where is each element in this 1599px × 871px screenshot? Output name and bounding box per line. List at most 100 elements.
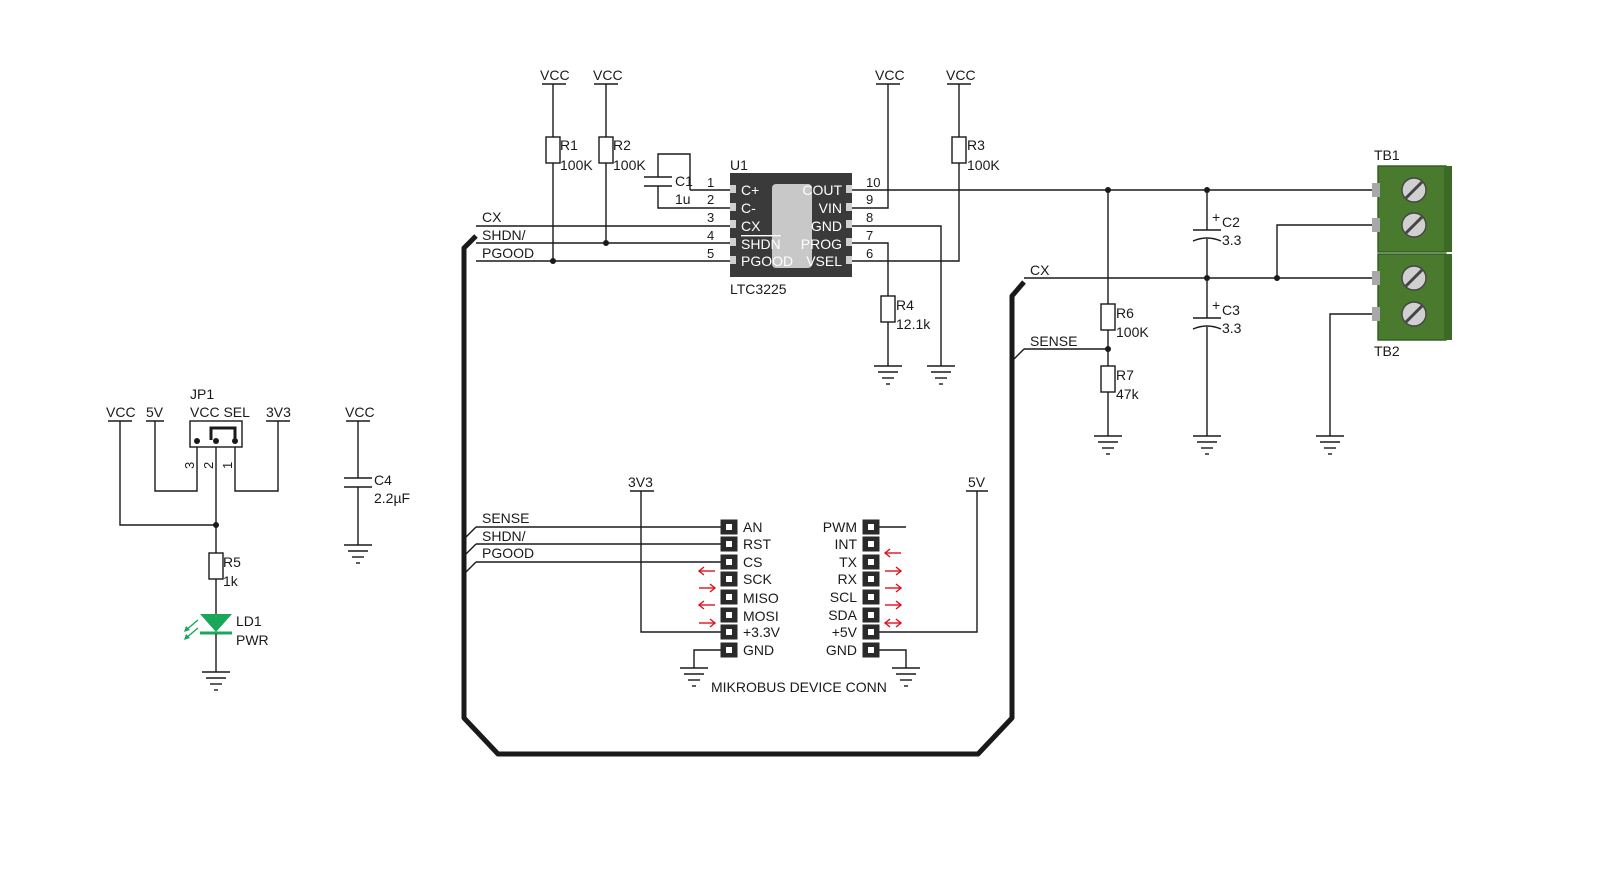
r6-ref: R6 (1116, 305, 1134, 321)
vcc-label: VCC (106, 404, 136, 420)
vcc-label: VCC (345, 404, 375, 420)
c3-ref: C3 (1222, 302, 1240, 318)
net-label-cx: CX (482, 209, 502, 225)
c2-capacitor: + C2 3.3 (1192, 209, 1242, 248)
u1-pin-number: 6 (866, 246, 873, 261)
u1-pin-label: C+ (741, 182, 759, 198)
u1-pin-label: VIN (819, 200, 842, 216)
ground-symbol (344, 544, 372, 564)
u1-pin-label: VSEL (806, 253, 842, 269)
u1-ltc3225: U1 LTC3225 C+ C- CX SHDN PGOOD COUT VIN … (707, 157, 880, 297)
header-left (720, 519, 738, 658)
u1-pin-number: 9 (866, 192, 873, 207)
tb2-ref: TB2 (1374, 343, 1400, 359)
u1-pin-number: 3 (707, 210, 714, 225)
header-right (862, 519, 880, 658)
r3-value: 100K (967, 157, 1000, 173)
tb1-ref: TB1 (1374, 147, 1400, 163)
jp1-ref: JP1 (190, 386, 214, 402)
r5-value: 1k (223, 573, 239, 589)
u1-pin-label: COUT (802, 182, 842, 198)
net-label-sense: SENSE (1030, 333, 1077, 349)
u1-pin-number: 10 (866, 175, 880, 190)
jp1-jumper: VCC 5V 3V3 JP1 VCC SEL 3 2 1 (106, 386, 291, 553)
c3-value: 3.3 (1222, 320, 1242, 336)
mikrobus-title: MIKROBUS DEVICE CONN (711, 679, 887, 695)
r2-resistor: VCC R2 100K (593, 67, 646, 246)
r4-ref: R4 (896, 297, 914, 313)
ground-symbol (1193, 435, 1221, 455)
left-arrow-icon (697, 566, 717, 628)
5v-label: 5V (146, 404, 164, 420)
u1-ref: U1 (730, 157, 748, 173)
r5-ref: R5 (223, 554, 241, 570)
mikrobus-pin-label: INT (834, 536, 857, 552)
c2-ref: C2 (1222, 214, 1240, 230)
jp1-pin-number: 1 (220, 462, 235, 469)
c4-capacitor: VCC C4 2.2µF (344, 404, 410, 545)
ground-symbol (202, 671, 230, 691)
r4-resistor: R4 12.1k (880, 295, 931, 366)
u1-pin-number: 1 (707, 175, 714, 190)
r1-resistor: VCC R1 100K (540, 67, 593, 264)
net-label-shdn: SHDN/ (482, 227, 526, 243)
net-label-sense: SENSE (482, 510, 529, 526)
c2-plus: + (1212, 209, 1220, 225)
mikrobus-pin-label: MOSI (743, 608, 779, 624)
ld1-ref: LD1 (236, 613, 262, 629)
u1-pin-label: CX (741, 218, 761, 234)
vcc-label: VCC (875, 67, 905, 83)
vcc-label: VCC (593, 67, 623, 83)
right-arrow-icon (883, 548, 903, 628)
c4-value: 2.2µF (374, 490, 410, 506)
mikrobus-pin-label: GND (826, 642, 857, 658)
jp1-pin-number: 2 (201, 462, 216, 469)
signal-bus (461, 234, 1026, 757)
vcc-label: VCC (946, 67, 976, 83)
r3-resistor: VCC R3 100K (946, 67, 1000, 173)
mikrobus-pin-label: SCL (830, 589, 857, 605)
u1-pin-number: 2 (707, 192, 714, 207)
mikrobus-pin-label: RST (743, 536, 771, 552)
jp1-pin-number: 3 (182, 462, 197, 469)
r5-resistor: R5 1k (208, 552, 241, 589)
3v3-label: 3V3 (628, 474, 653, 490)
u1-pin-number: 8 (866, 210, 873, 225)
ld1-value: PWR (236, 632, 269, 648)
r6-value: 100K (1116, 324, 1149, 340)
mikrobus-pin-label: +3.3V (743, 624, 781, 640)
u1-pin-label: C- (741, 200, 756, 216)
u1-part: LTC3225 (730, 281, 787, 297)
u1-pin-number: 7 (866, 228, 873, 243)
net-label-pgood: PGOOD (482, 545, 534, 561)
u1-pin-label: PGOOD (741, 253, 793, 269)
c3-capacitor: + C3 3.3 (1192, 297, 1242, 336)
ground-symbol (1316, 435, 1344, 455)
3v3-label: 3V3 (266, 404, 291, 420)
mikrobus-pin-label: AN (743, 519, 762, 535)
mikrobus-pin-label: SCK (743, 571, 772, 587)
c3-plus: + (1212, 297, 1220, 313)
mikrobus-pin-label: +5V (832, 624, 858, 640)
c1-capacitor: C1 1u (644, 153, 693, 209)
tb1-terminal-block: TB1 (1372, 147, 1452, 253)
vcc-label: VCC (540, 67, 570, 83)
mikrobus-connector: SENSE SHDN/ PGOOD 3V3 5V (463, 474, 988, 695)
tb2-terminal-block: TB2 (1372, 253, 1452, 359)
net-label-shdn: SHDN/ (482, 528, 526, 544)
c1-value: 1u (675, 191, 691, 207)
r7-resistor: R7 47k (1100, 365, 1140, 402)
mikrobus-pin-label: CS (743, 554, 762, 570)
mikrobus-pin-label: SDA (828, 607, 857, 623)
r3-ref: R3 (967, 137, 985, 153)
u1-pin-number: 5 (707, 246, 714, 261)
r4-value: 12.1k (896, 316, 931, 332)
mikrobus-pin-label: TX (839, 554, 858, 570)
jp1-value: VCC SEL (190, 404, 250, 420)
u1-pin-label: GND (811, 218, 842, 234)
u1-pin-label: SHDN (741, 236, 781, 252)
r1-ref: R1 (560, 137, 578, 153)
c4-ref: C4 (374, 472, 392, 488)
mikrobus-pin-label: RX (838, 571, 858, 587)
